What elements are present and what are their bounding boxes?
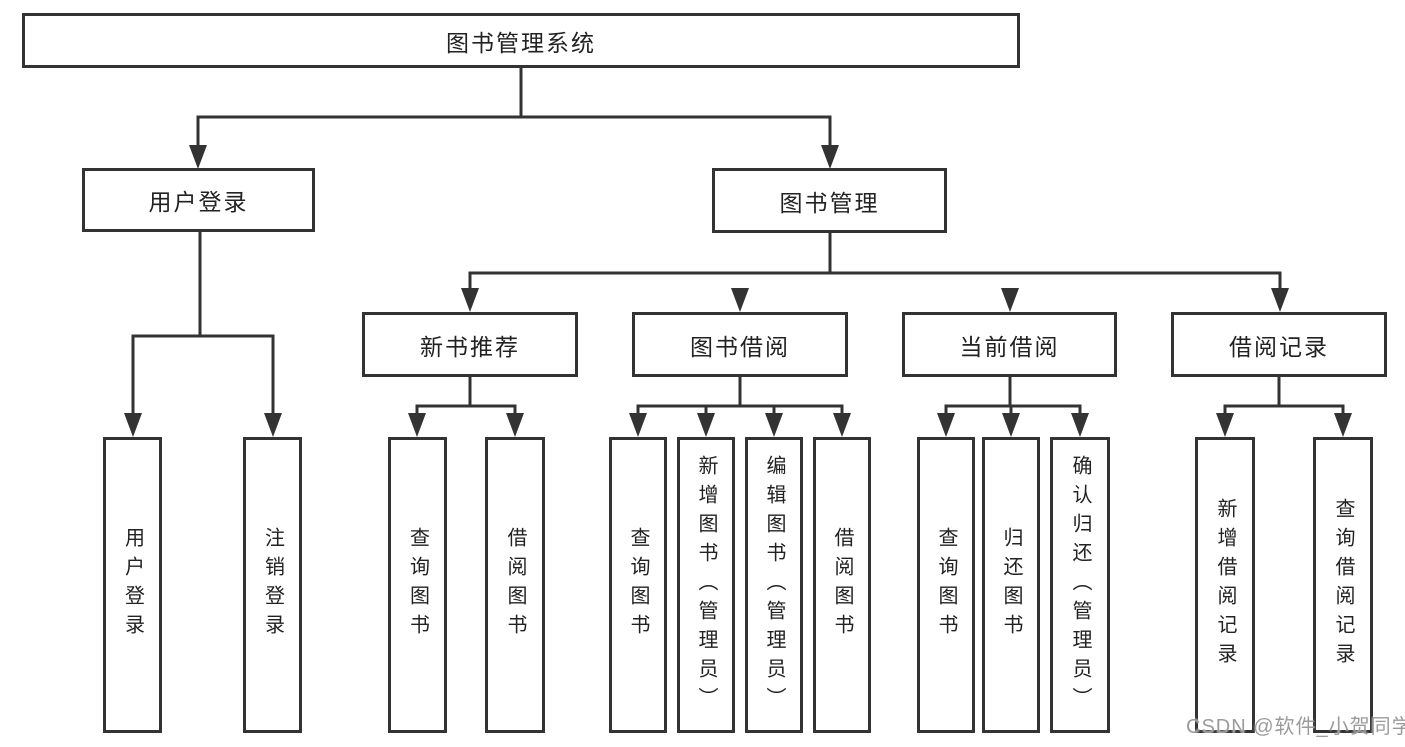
leaf-logout: 注销登录 <box>243 437 302 733</box>
leaf-add-borrow-record: 新增借阅记录 <box>1195 437 1255 733</box>
node-new-book-rec-label: 新书推荐 <box>420 333 520 360</box>
node-user-login: 用户登录 <box>82 168 315 232</box>
arrow-down <box>821 145 839 169</box>
leaf-query-book-1-label: 查询图书 <box>406 527 429 643</box>
leaf-query-book-2-label: 查询图书 <box>627 527 649 643</box>
connector-userlogin-to-leaves <box>131 232 275 416</box>
leaf-query-borrow-record-label: 查询借阅记录 <box>1332 498 1354 672</box>
node-root: 图书管理系统 <box>22 13 1020 68</box>
connector-bookborrow-to-leaves <box>636 377 844 420</box>
node-current-borrow-label: 当前借阅 <box>959 333 1060 360</box>
arrow-down <box>629 413 647 437</box>
leaf-query-borrow-record: 查询借阅记录 <box>1313 437 1373 733</box>
arrow-down <box>1216 413 1234 437</box>
node-user-login-label: 用户登录 <box>148 189 249 215</box>
arrow-down <box>1002 413 1020 437</box>
arrow-down <box>461 288 479 312</box>
leaf-add-book-label: 新增图书（管理员） <box>695 454 717 716</box>
connector-borrowrecord-to-leaves <box>1223 377 1345 420</box>
arrow-down <box>1334 413 1352 437</box>
leaf-query-book-3-label: 查询图书 <box>935 527 957 643</box>
connector-root-to-level2 <box>196 68 832 151</box>
arrow-down <box>697 413 715 437</box>
arrow-down <box>264 413 282 437</box>
leaf-edit-book: 编辑图书（管理员） <box>745 437 803 733</box>
leaf-query-book-3: 查询图书 <box>917 437 975 733</box>
node-new-book-rec: 新书推荐 <box>362 312 578 377</box>
leaf-return-book-label: 归还图书 <box>1000 527 1022 643</box>
arrow-down <box>1271 288 1289 312</box>
node-book-borrow-label: 图书借阅 <box>690 333 790 360</box>
leaf-confirm-return-label: 确认归还（管理员） <box>1069 454 1091 716</box>
leaf-borrow-book-1-label: 借阅图书 <box>504 527 526 643</box>
leaf-query-book-2: 查询图书 <box>609 437 667 733</box>
node-borrow-record-label: 借阅记录 <box>1229 333 1329 360</box>
node-root-label: 图书管理系统 <box>446 29 596 56</box>
arrow-down <box>124 413 142 437</box>
leaf-borrow-book-1: 借阅图书 <box>485 437 545 733</box>
leaf-user-login: 用户登录 <box>103 437 162 733</box>
arrow-down <box>937 413 955 437</box>
leaf-add-borrow-record-label: 新增借阅记录 <box>1214 498 1236 672</box>
arrow-down <box>833 413 851 437</box>
arrow-down <box>1071 413 1089 437</box>
leaf-user-login-label: 用户登录 <box>121 527 144 643</box>
connector-bookmgmt-to-level3 <box>468 233 1282 294</box>
arrow-down <box>506 413 524 437</box>
node-borrow-record: 借阅记录 <box>1171 312 1387 377</box>
node-book-borrow: 图书借阅 <box>632 312 848 377</box>
node-book-mgmt: 图书管理 <box>712 168 947 233</box>
arrow-down <box>1001 288 1019 312</box>
arrow-down <box>408 413 426 437</box>
arrow-down <box>765 413 783 437</box>
arrow-down <box>731 288 749 312</box>
leaf-logout-label: 注销登录 <box>261 527 284 643</box>
connector-newbookrec-to-leaves <box>415 377 517 420</box>
leaf-borrow-book-2-label: 借阅图书 <box>831 527 853 643</box>
node-current-borrow: 当前借阅 <box>902 312 1117 377</box>
leaf-add-book: 新增图书（管理员） <box>677 437 735 733</box>
leaf-return-book: 归还图书 <box>982 437 1040 733</box>
leaf-borrow-book-2: 借阅图书 <box>813 437 871 733</box>
csdn-watermark: CSDN @软件_小贺同学 <box>1186 716 1405 738</box>
arrow-down <box>189 145 207 169</box>
leaf-confirm-return: 确认归还（管理员） <box>1050 437 1110 733</box>
node-book-mgmt-label: 图书管理 <box>779 189 880 216</box>
leaf-query-book-1: 查询图书 <box>388 437 447 733</box>
leaf-edit-book-label: 编辑图书（管理员） <box>763 454 785 716</box>
